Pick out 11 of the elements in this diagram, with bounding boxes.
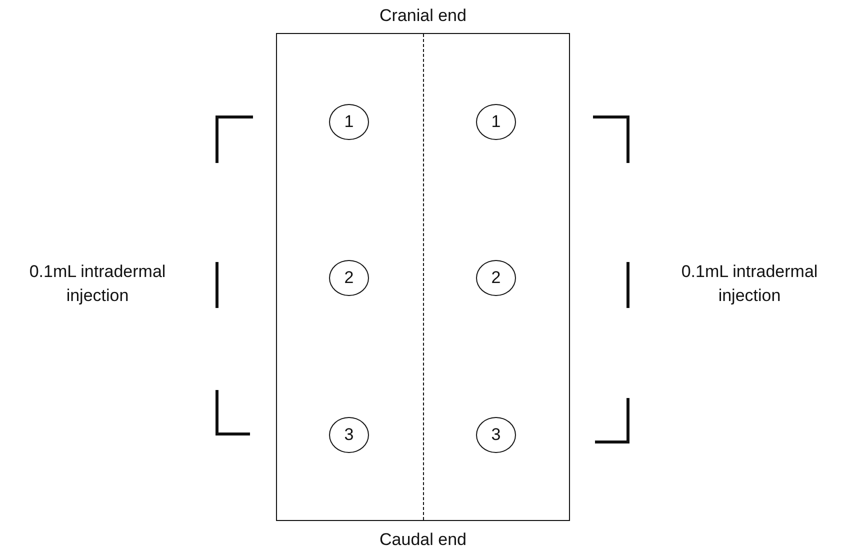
numbered-circle: 3 (476, 417, 516, 453)
numbered-circle: 2 (476, 260, 516, 296)
numbered-circle: 1 (476, 104, 516, 140)
injection-note: 0.1mL intradermal injection (28, 261, 167, 307)
caudal-end-label: Caudal end (378, 529, 468, 551)
numbered-circle: 3 (329, 417, 369, 453)
numbered-circle: 1 (329, 104, 369, 140)
cranial-end-label: Cranial end (378, 5, 468, 27)
injection-area-outline (276, 33, 570, 521)
numbered-circle: 2 (329, 260, 369, 296)
injection-note: 0.1mL intradermal injection (680, 261, 819, 307)
